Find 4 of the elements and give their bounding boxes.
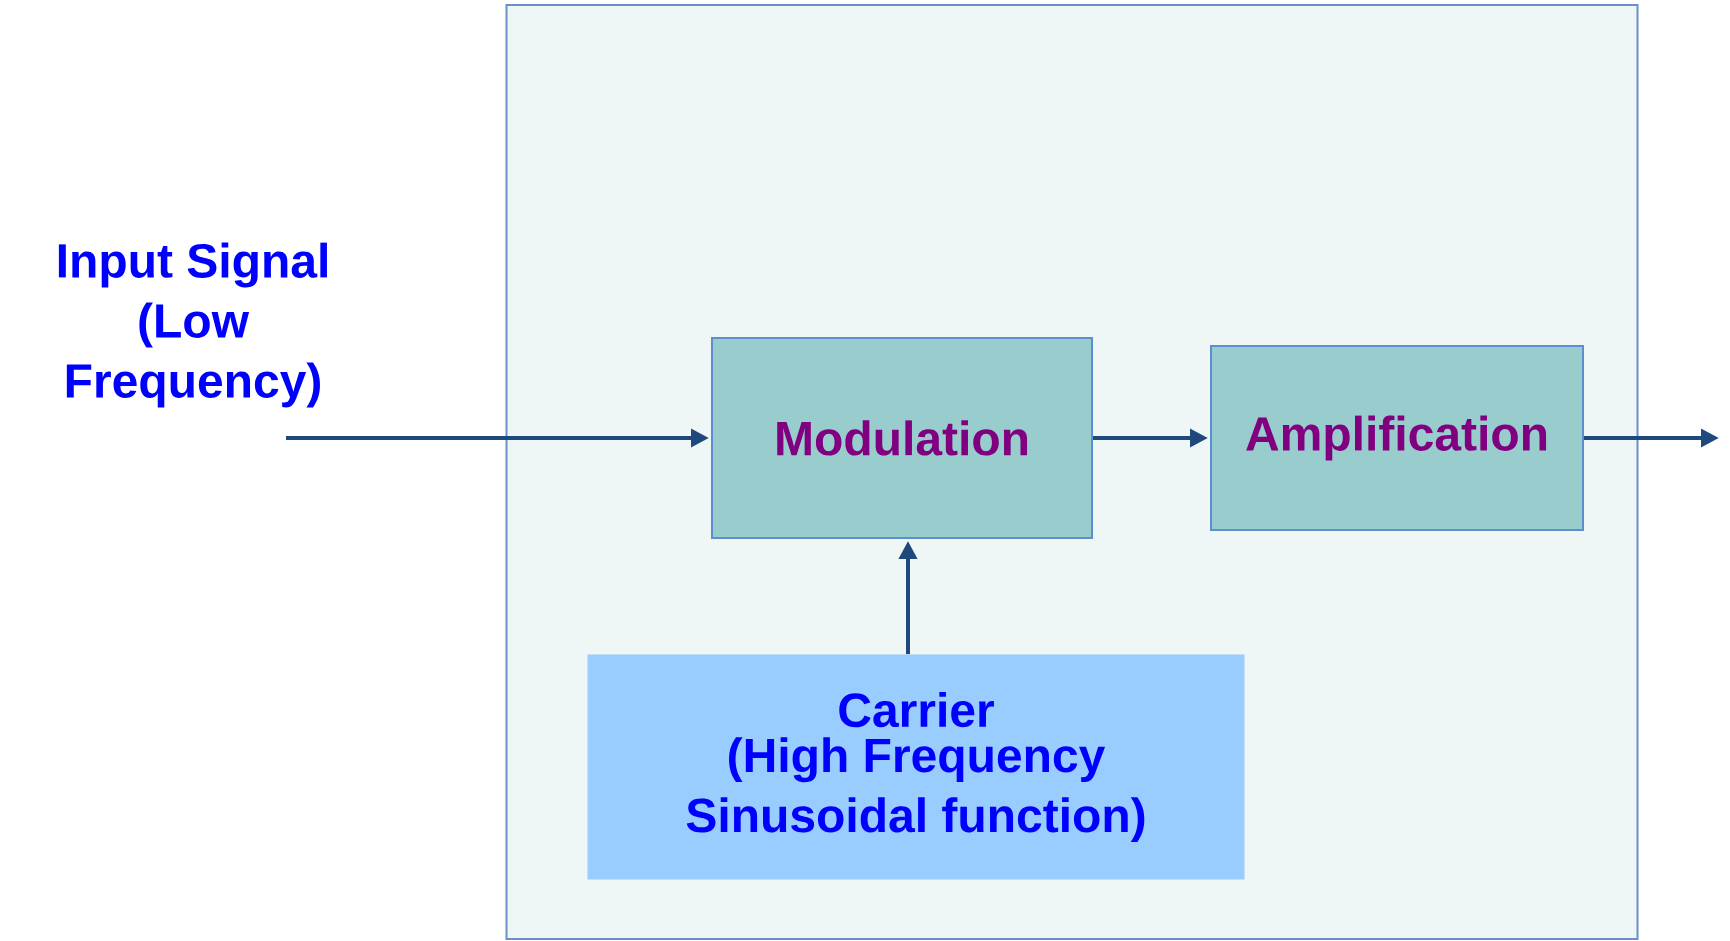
edge-label: Input Signal (Low Frequency) (58, 242, 327, 408)
process-box: Amplification (1210, 345, 1584, 531)
process-box: Carrier (High Frequency Sinusoidal function) (587, 654, 1245, 880)
process-box: Modulation (711, 337, 1093, 539)
